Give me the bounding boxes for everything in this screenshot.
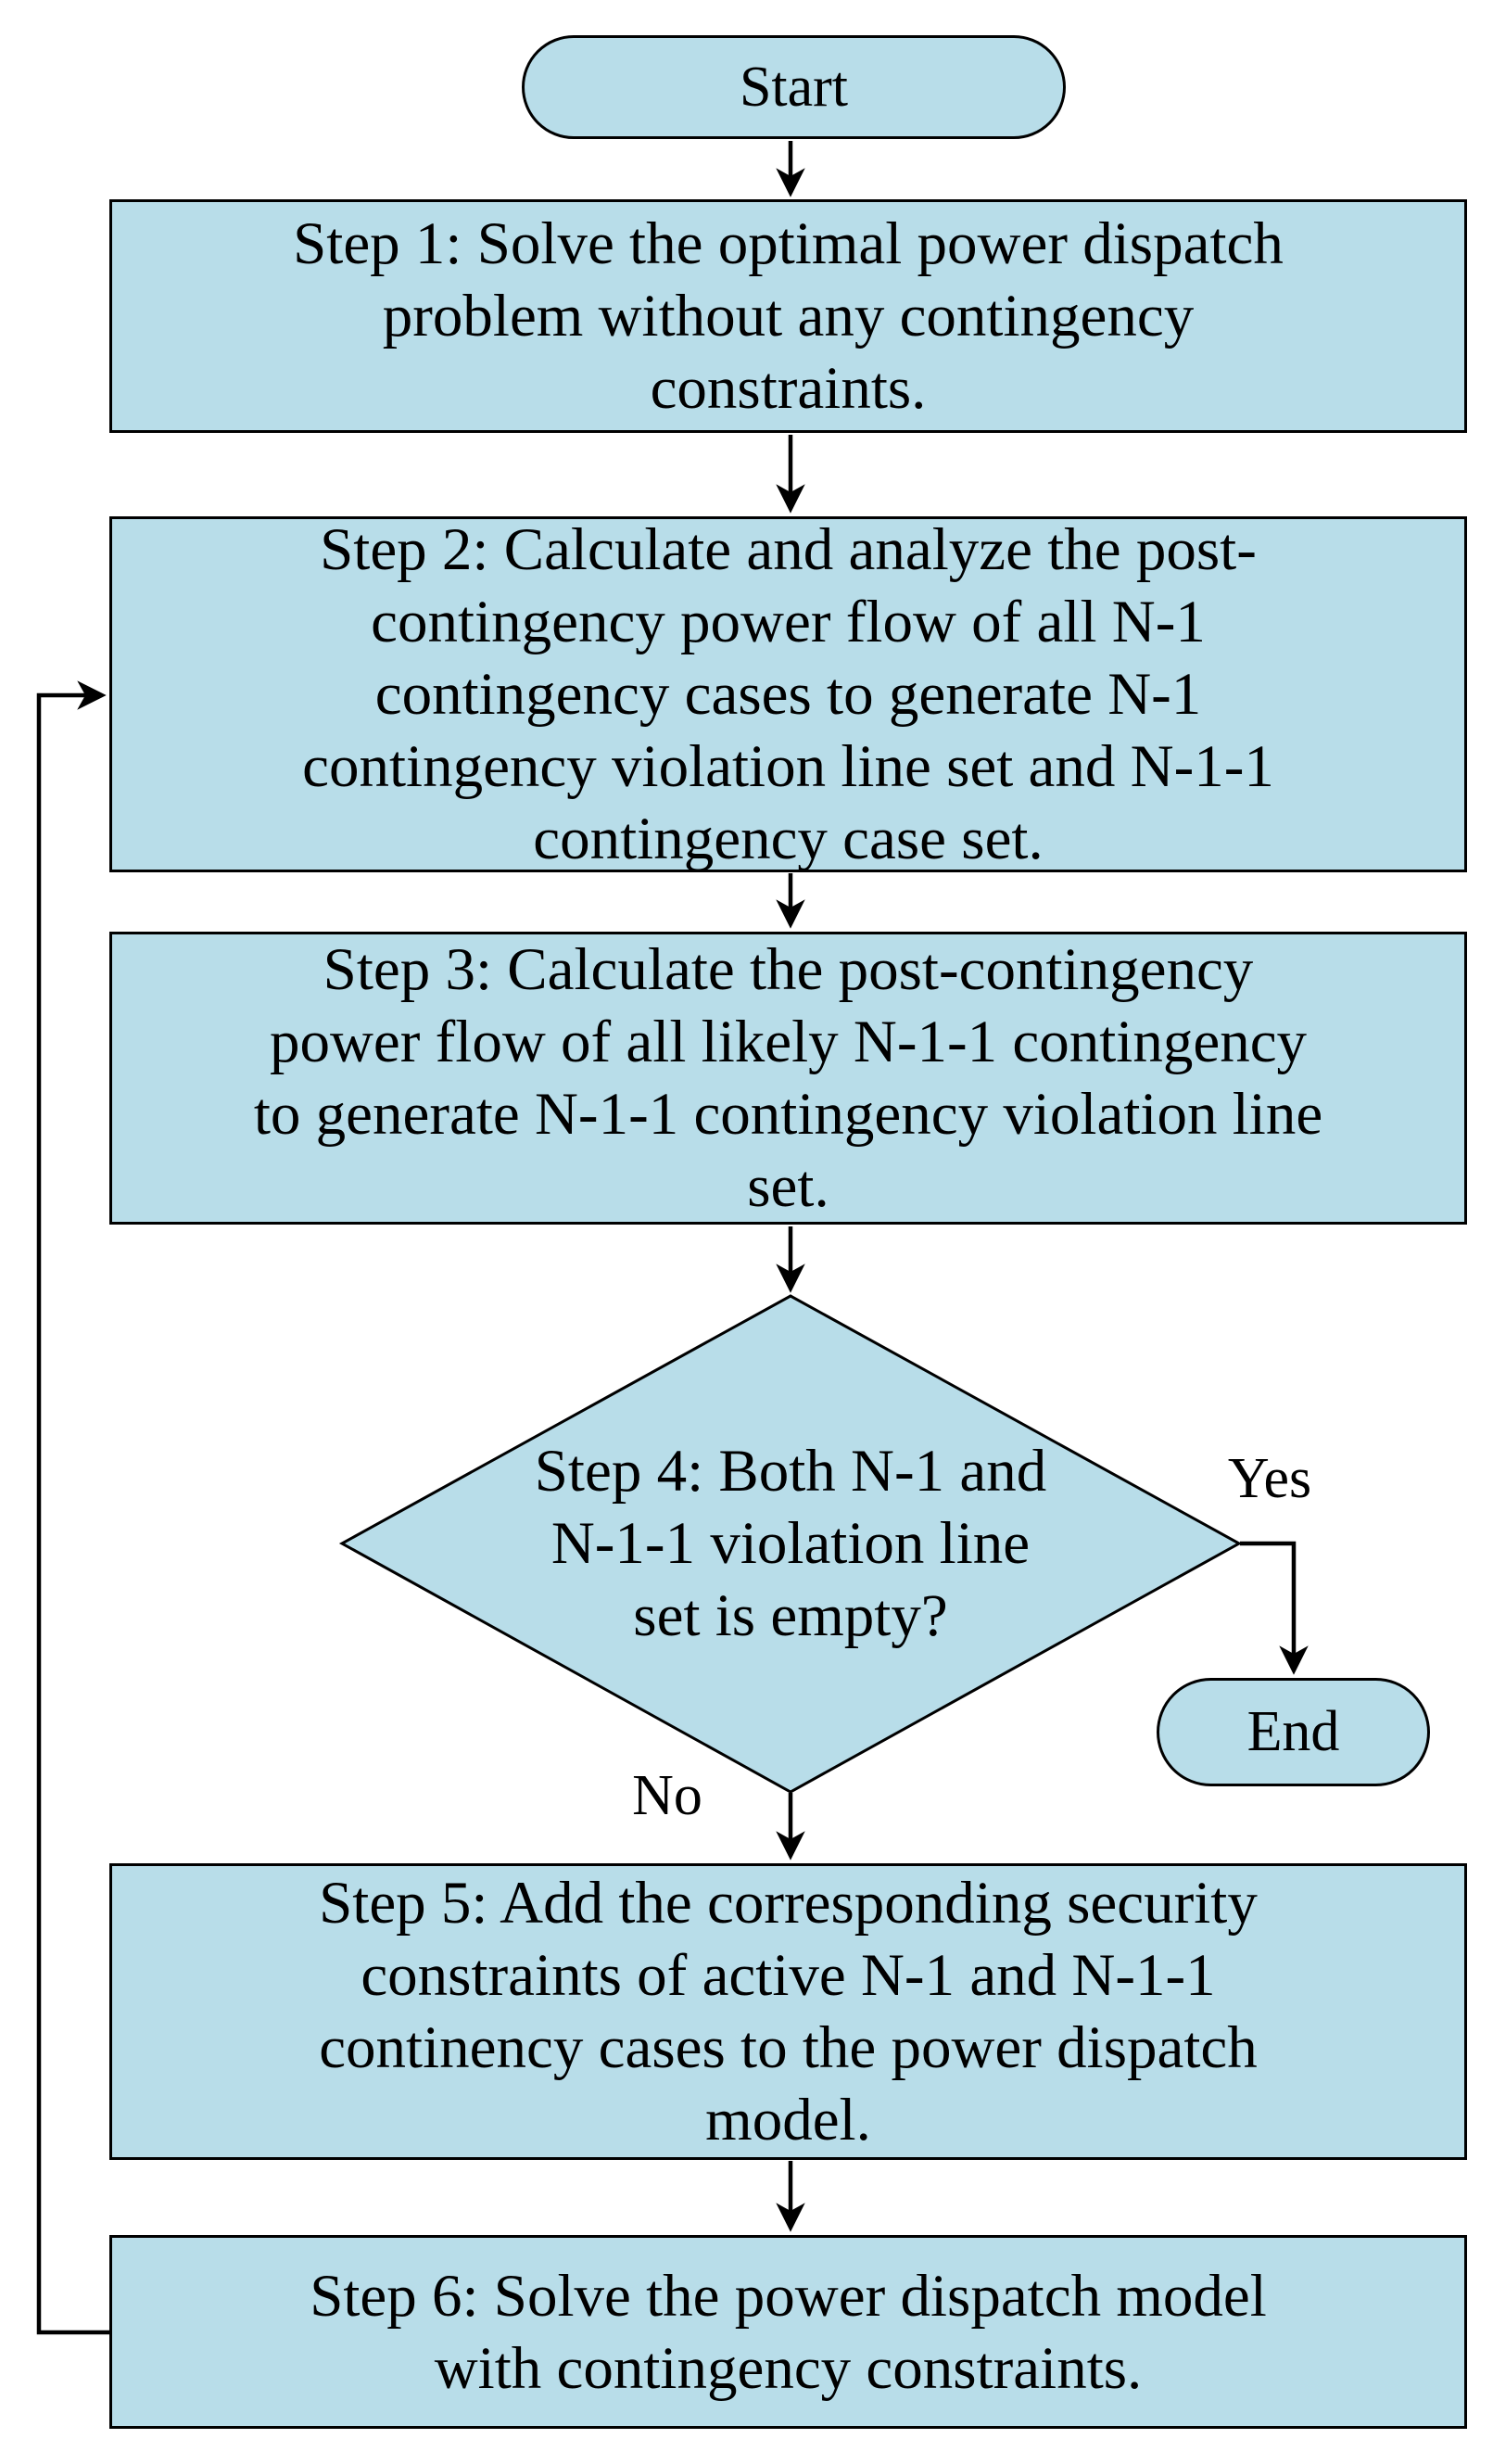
end-node: End	[1157, 1678, 1430, 1786]
step2-box: Step 2: Calculate and analyze the post- …	[109, 516, 1467, 872]
decision-diamond: Step 4: Both N-1 and N-1-1 violation lin…	[457, 1432, 1124, 1655]
decision-diamond-shape	[338, 1294, 1243, 1794]
step3-box: Step 3: Calculate the post-contingency p…	[109, 932, 1467, 1225]
step3-text: Step 3: Calculate the post-contingency p…	[253, 936, 1323, 1220]
loopback-step6-to-step2	[36, 680, 112, 2335]
decision-question-text: Step 4: Both N-1 and N-1-1 violation lin…	[534, 1438, 1047, 1649]
start-node: Start	[522, 35, 1066, 139]
step1-text: Step 1: Solve the optimal power dispatch…	[293, 210, 1284, 422]
end-label: End	[1246, 1700, 1340, 1763]
step5-text: Step 5: Add the corresponding security c…	[319, 1870, 1258, 2153]
step2-text: Step 2: Calculate and analyze the post- …	[302, 516, 1274, 872]
step1-box: Step 1: Solve the optimal power dispatch…	[109, 199, 1467, 433]
start-label: Start	[739, 55, 849, 119]
no-label: No	[632, 1764, 702, 1827]
step6-box: Step 6: Solve the power dispatch model w…	[109, 2235, 1467, 2429]
step6-text: Step 6: Solve the power dispatch model w…	[310, 2262, 1267, 2402]
step5-box: Step 5: Add the corresponding security c…	[109, 1863, 1467, 2160]
yes-label: Yes	[1227, 1447, 1312, 1510]
arrow-decision-yes-to-end	[1240, 1541, 1309, 1675]
